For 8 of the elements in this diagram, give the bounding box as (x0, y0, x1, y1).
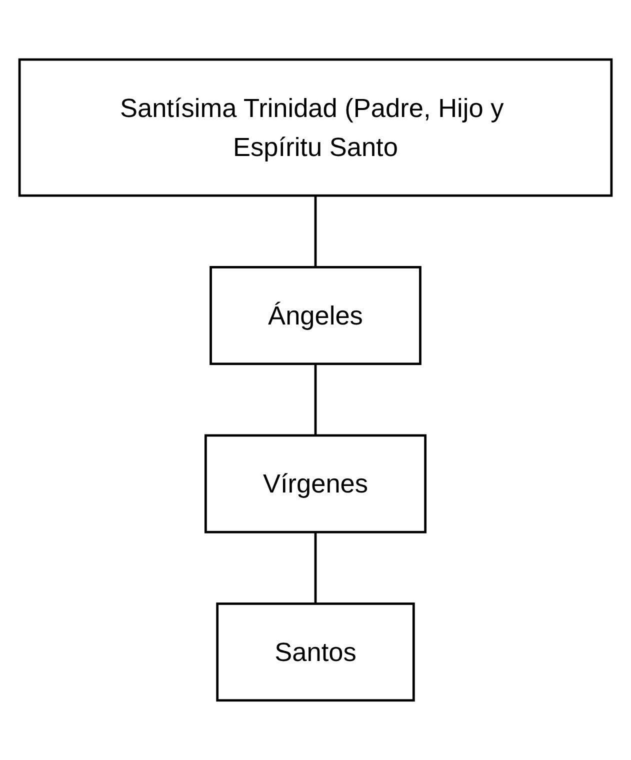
node-box (216, 602, 415, 702)
connector (314, 532, 317, 604)
node-box (18, 58, 613, 197)
node-box (210, 266, 422, 366)
node-box (204, 434, 427, 534)
flowchart: Santísima Trinidad (Padre, Hijo y Espíritu Santo Ángeles Vírgenes Santos (10, 50, 621, 710)
connector (314, 364, 317, 436)
connector (314, 196, 317, 268)
